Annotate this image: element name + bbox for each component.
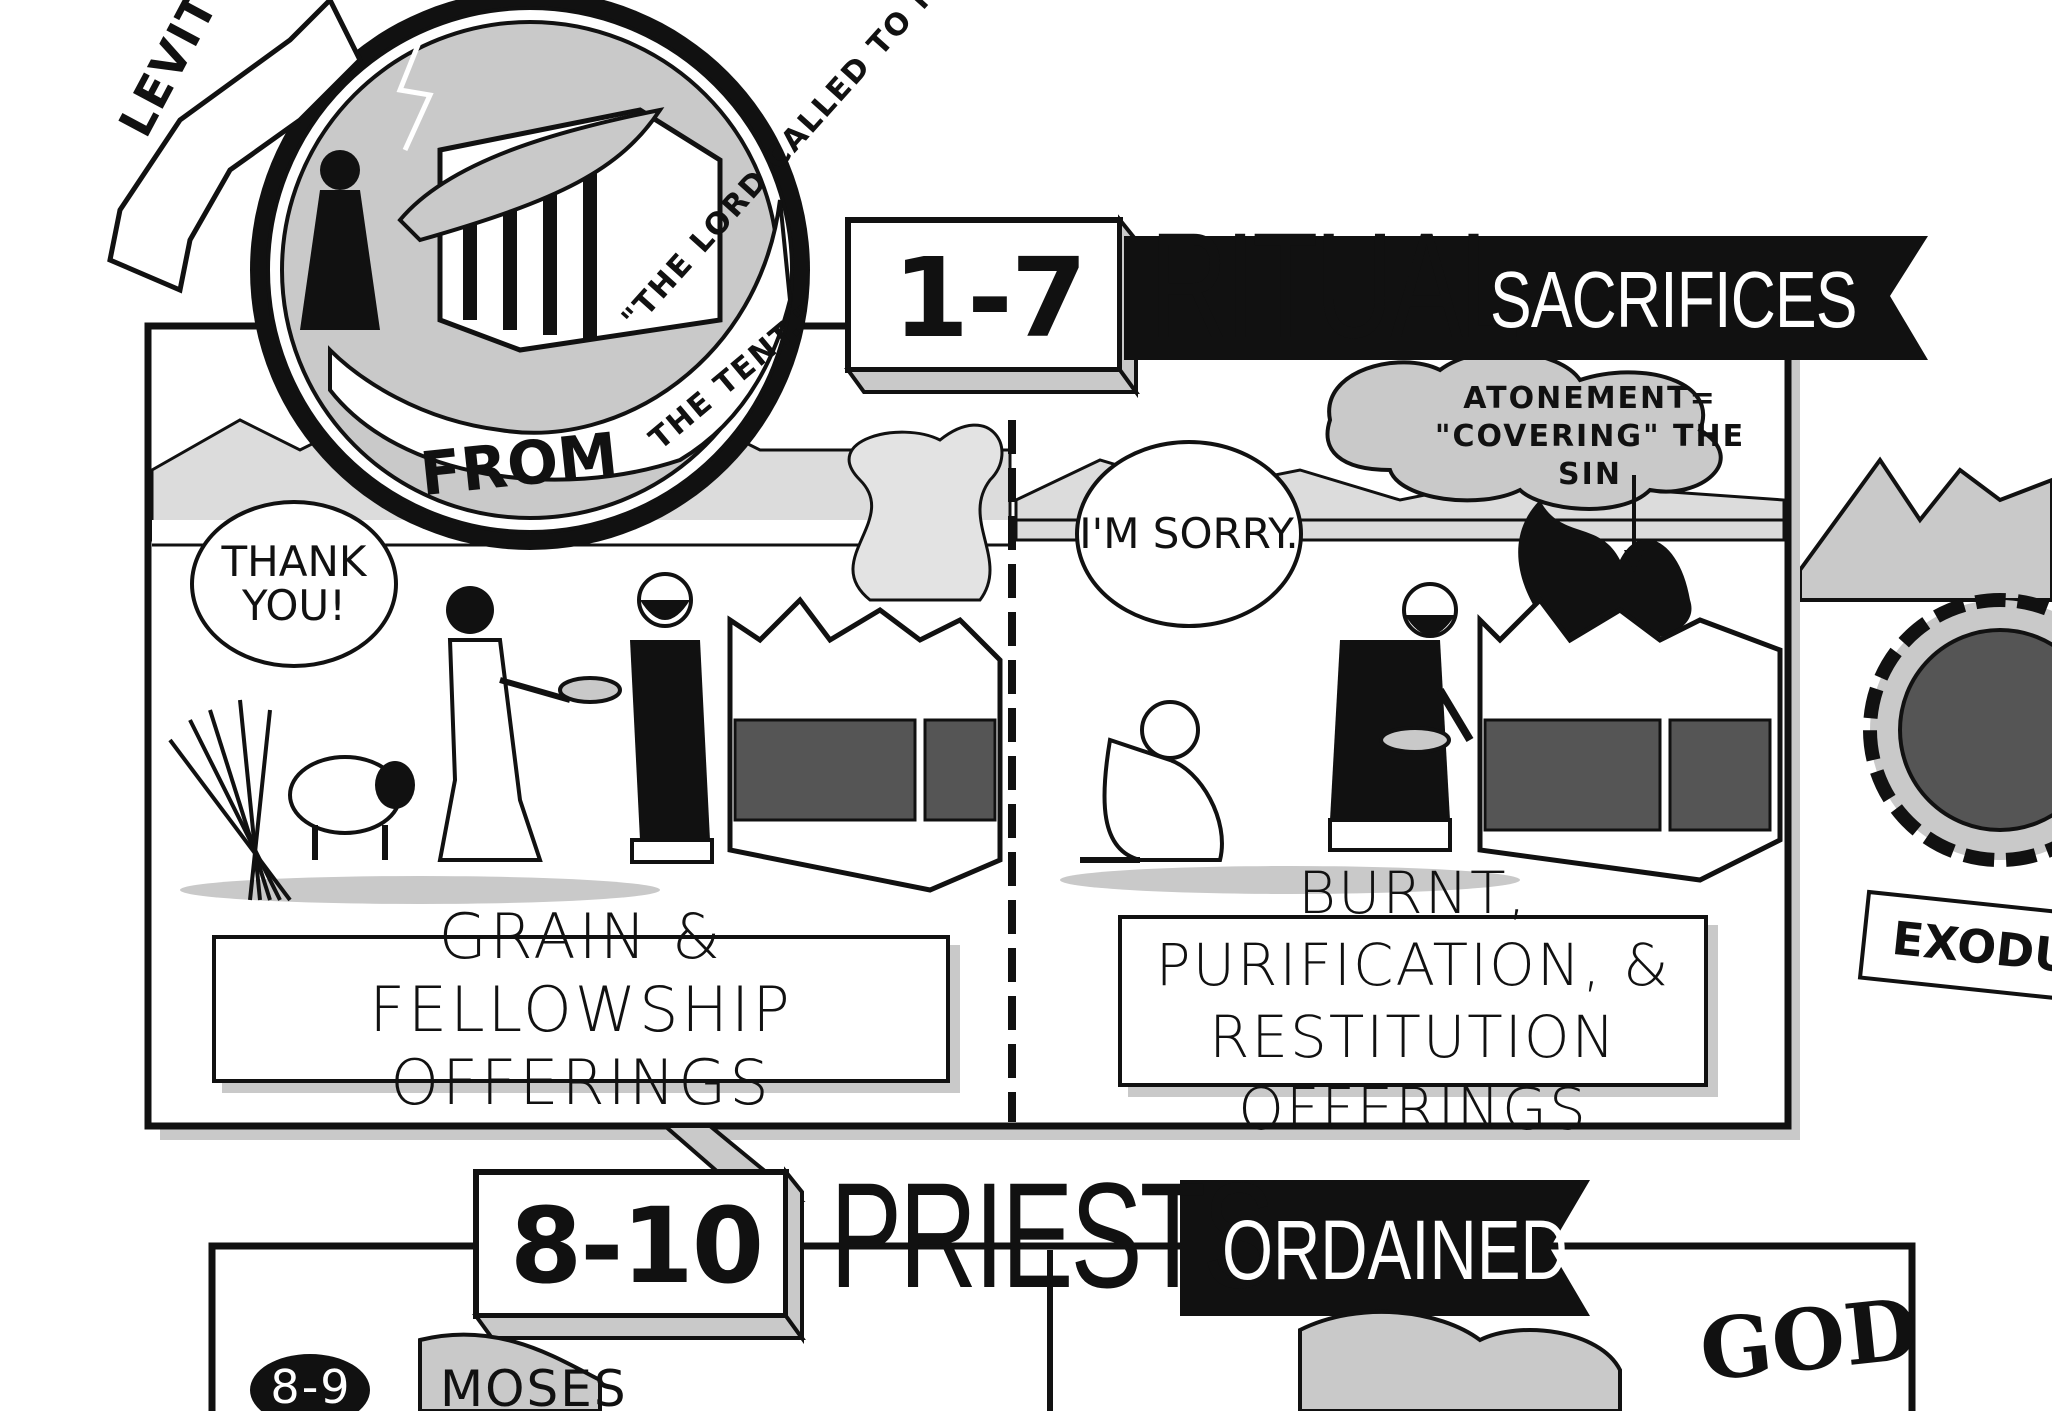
god-cloud: [1298, 1309, 1622, 1411]
sub-badge-shape: [250, 1354, 370, 1411]
lightning-bolt: [396, 39, 434, 152]
offering-bowl: [558, 676, 622, 704]
atonement-note: ATONEMENT= "COVERING" THE SIN: [1434, 381, 1746, 492]
wheat-bundle: [168, 699, 292, 902]
quote-band: [328, 199, 793, 482]
section1-title-big: RITUAL: [1150, 201, 1520, 369]
section1-title-banner: [1124, 236, 1928, 360]
mountains-right: [1798, 456, 2052, 602]
kneeling-man: [1080, 700, 1224, 863]
tent-curtain: [397, 107, 665, 243]
section1-number: 1-7: [892, 234, 1088, 362]
book-ribbon: [107, 0, 364, 294]
caption-grain-fellowship: GRAIN & FELLOWSHIP OFFERINGS: [212, 900, 950, 1119]
speech-bubble-thanks: THANK YOU!: [190, 500, 398, 668]
section2-title-small: ORDAINED: [1222, 1203, 1568, 1297]
priest-figure-left: [630, 572, 714, 864]
altar-fire: [1518, 500, 1692, 643]
smoke-cloud-right: [1325, 349, 1723, 511]
section2-title-big: PRIESTS: [830, 1151, 1275, 1319]
section1-title-small: SACRIFICES: [1490, 255, 1857, 344]
moses-silhouette: [300, 150, 380, 330]
section2-number: 8-10: [509, 1185, 764, 1307]
caption-burnt-purification: BURNT, PURIFICATION, & RESTITUTION OFFER…: [1118, 859, 1708, 1143]
section2-title-banner: [1180, 1180, 1590, 1316]
speech-bubble-sorry: I'M SORRY.: [1075, 440, 1303, 628]
smoke-left: [847, 423, 1004, 602]
woman-figure: [437, 586, 571, 862]
moses-label: MOSES: [440, 1360, 628, 1418]
sub-badge-label: 8-9: [270, 1360, 352, 1414]
